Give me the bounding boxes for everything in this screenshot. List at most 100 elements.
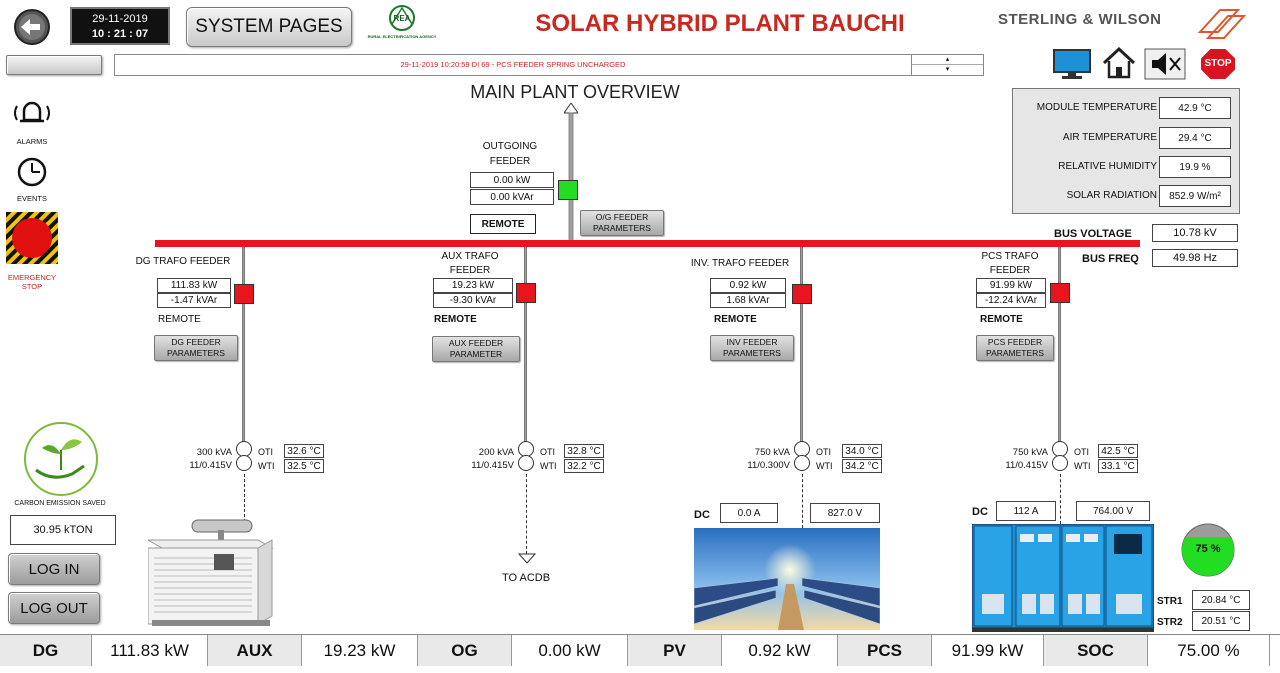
- pcs-remote: REMOTE: [980, 314, 1023, 325]
- dg-oti-value: 32.6 °C: [284, 444, 324, 458]
- logout-button[interactable]: LOG OUT: [8, 592, 100, 624]
- alarms-button[interactable]: ALARMS: [8, 98, 56, 146]
- dg-feeder-title: DG TRAFO FEEDER: [135, 256, 231, 267]
- bottom-og-value: 0.00 kW: [512, 635, 628, 666]
- inv-transformer-icon: [794, 441, 810, 473]
- inv-lv-line: [802, 474, 803, 528]
- home-button[interactable]: [1100, 46, 1138, 80]
- mute-button[interactable]: [1144, 48, 1186, 80]
- aux-ratio: 11/0.415V: [471, 460, 514, 471]
- pcs-feeder-parameters-button[interactable]: PCS FEEDER PARAMETERS: [976, 335, 1054, 361]
- aux-breaker[interactable]: [516, 283, 536, 303]
- pcs-kvar: -12.24 kVAr: [976, 293, 1046, 308]
- home-icon: [1102, 46, 1136, 79]
- pcs-cabinet-image: [971, 523, 1155, 632]
- alarm-banner: 29-11-2019 10:20:59 DI 69 - PCS FEEDER S…: [114, 54, 984, 76]
- relative-humidity-value: 19.9 %: [1159, 156, 1231, 178]
- pcs-breaker[interactable]: [1050, 283, 1070, 303]
- aux-feeder-parameters-button[interactable]: AUX FEEDER PARAMETER: [432, 336, 520, 362]
- solar-field-image: [694, 528, 880, 630]
- dg-transformer-icon: [236, 441, 252, 473]
- bottom-aux-value: 19.23 kW: [302, 635, 418, 666]
- bus-freq-value: 49.98 Hz: [1152, 249, 1238, 267]
- events-label: EVENTS: [16, 194, 47, 203]
- pv-dc-voltage: 827.0 V: [810, 503, 880, 523]
- dg-feeder-parameters-button[interactable]: DG FEEDER PARAMETERS: [154, 335, 238, 361]
- soc-text: 75 %: [1195, 543, 1221, 555]
- monitor-icon: [1053, 49, 1091, 79]
- air-temperature-value: 29.4 °C: [1159, 127, 1231, 149]
- str2-value: 20.51 °C: [1192, 611, 1250, 631]
- bottom-dg-value: 111.83 kW: [92, 635, 208, 666]
- inv-feeder-parameters-button[interactable]: INV FEEDER PARAMETERS: [710, 335, 794, 361]
- logout-label: LOG OUT: [20, 599, 88, 617]
- aux-lv-line: [526, 474, 527, 554]
- inv-wti-label: WTI: [816, 461, 833, 471]
- stop-sign-icon: [1199, 47, 1237, 81]
- aux-oti-value: 32.8 °C: [564, 444, 604, 458]
- pcs-dc-label: DC: [972, 506, 988, 518]
- dg-kvar: -1.47 kVAr: [157, 293, 231, 308]
- inv-kw: 0.92 kW: [710, 278, 786, 293]
- aux-kw: 19.23 kW: [433, 278, 513, 293]
- alarms-label: ALARMS: [16, 137, 48, 146]
- pv-dc-current: 0.0 A: [720, 503, 778, 523]
- emergency-stop-icon: [6, 212, 58, 264]
- module-temperature-label: MODULE TEMPERATURE: [1036, 102, 1157, 113]
- aux-feeder-title: AUX TRAFO FEEDER: [441, 251, 499, 276]
- aux-kva: 200 kVA: [478, 447, 514, 458]
- stop-button[interactable]: STOP: [1198, 46, 1238, 82]
- dg-kw: 111.83 kW: [157, 278, 231, 293]
- events-button[interactable]: EVENTS: [8, 155, 56, 203]
- inv-breaker[interactable]: [792, 284, 812, 304]
- alarm-bell-icon: [14, 101, 50, 123]
- alarm-scroll-down[interactable]: ▾: [911, 65, 983, 75]
- stop-label: STOP: [1204, 58, 1232, 69]
- page-header-title: SOLAR HYBRID PLANT BAUCHI: [535, 10, 905, 37]
- dg-oti-label: OTI: [258, 447, 273, 457]
- diesel-generator-image: [146, 518, 274, 628]
- bottom-dg-label: DG: [0, 635, 92, 666]
- alarm-scroll-up[interactable]: ▴: [911, 55, 983, 65]
- aux-oti-label: OTI: [540, 447, 555, 457]
- back-button[interactable]: [8, 7, 56, 47]
- dg-feeder-line: [242, 247, 245, 442]
- dg-breaker[interactable]: [234, 284, 254, 304]
- aux-feeder-line: [524, 247, 527, 442]
- back-arrow-icon: [14, 9, 50, 45]
- inv-feeder-line: [800, 247, 803, 442]
- pcs-feeder-title: PCS TRAFO FEEDER: [981, 251, 1039, 276]
- bottom-pv-label: PV: [628, 635, 722, 666]
- speaker-mute-icon: [1144, 48, 1186, 80]
- leaf-hand-icon: [24, 422, 98, 496]
- inv-kva: 750 kVA: [754, 447, 790, 458]
- rea-logo: REA RURAL ELECTRIFICATION AGENCY: [366, 4, 438, 48]
- bus-voltage-value: 10.78 kV: [1152, 224, 1238, 242]
- pv-dc-label: DC: [694, 509, 710, 521]
- blank-header-button[interactable]: [6, 55, 102, 75]
- dg-wti-label: WTI: [258, 461, 275, 471]
- pcs-ratio: 11/0.415V: [1005, 460, 1048, 471]
- bottom-summary-bar: DG 111.83 kW AUX 19.23 kW OG 0.00 kW PV …: [0, 634, 1280, 666]
- aux-wti-label: WTI: [540, 461, 557, 471]
- aux-transformer-icon: [518, 441, 534, 473]
- inv-oti-value: 34.0 °C: [842, 444, 882, 458]
- carbon-label: CARBON EMISSION SAVED: [14, 500, 106, 507]
- inv-ratio: 11/0.300V: [747, 460, 790, 471]
- system-pages-button[interactable]: SYSTEM PAGES: [186, 7, 352, 47]
- module-temperature-value: 42.9 °C: [1159, 97, 1231, 119]
- og-feeder-parameters-button[interactable]: O/G FEEDER PARAMETERS: [580, 210, 664, 236]
- emergency-stop-button[interactable]: EMERGENCY STOP: [6, 212, 58, 291]
- outgoing-breaker[interactable]: [558, 180, 578, 200]
- monitor-button[interactable]: [1050, 48, 1094, 80]
- outgoing-feeder-title: OUTGOING FEEDER: [482, 141, 538, 167]
- solar-radiation-label: SOLAR RADIATION: [1066, 190, 1157, 201]
- datetime-display: 29-11-2019 10 : 21 : 07: [70, 7, 170, 45]
- inv-feeder-title: INV. TRAFO FEEDER: [690, 258, 790, 269]
- dg-kva: 300 kVA: [196, 447, 232, 458]
- company-logo: STERLING & WILSON: [998, 6, 1258, 46]
- login-button[interactable]: LOG IN: [8, 553, 100, 585]
- carbon-logo: [22, 420, 100, 498]
- acdb-arrow-icon: [517, 552, 537, 564]
- main-bus-bar: [155, 240, 1140, 247]
